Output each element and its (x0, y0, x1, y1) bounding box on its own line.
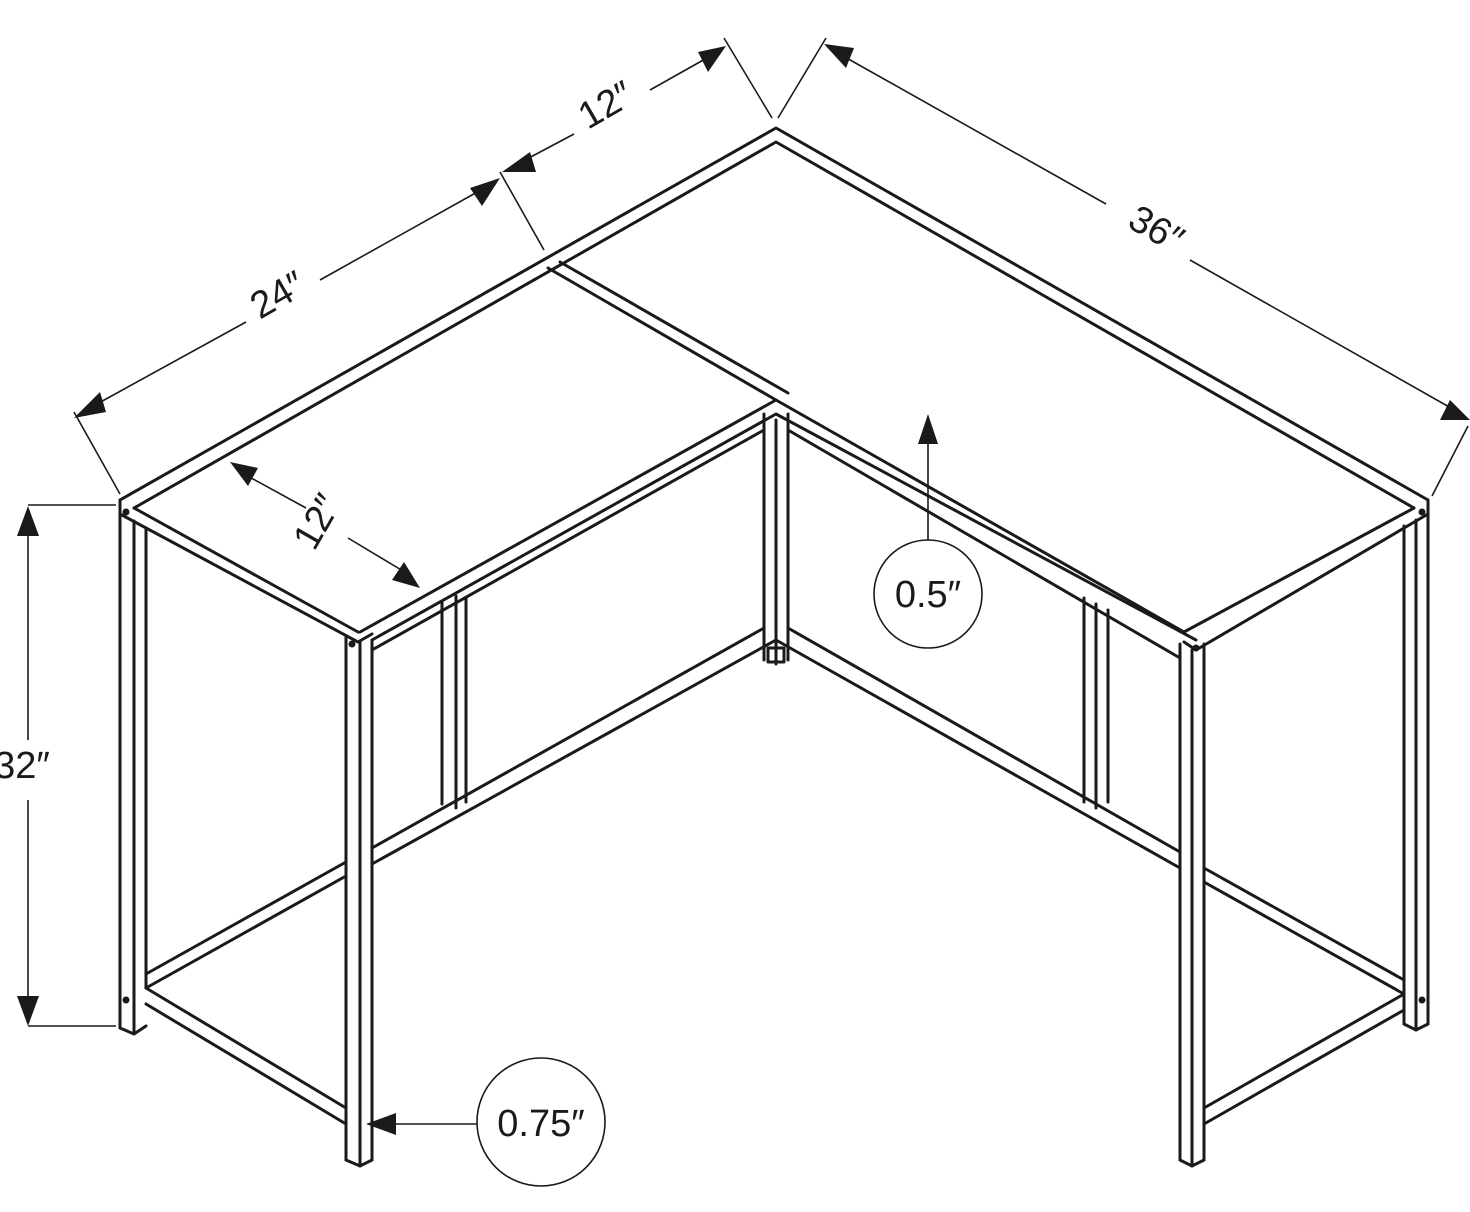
callout-top-thickness: 0.5″ (873, 539, 983, 649)
label-width-short: 24″ (243, 263, 312, 327)
label-width-long: 36″ (1121, 197, 1190, 261)
base-left-back-b (144, 874, 348, 990)
stretcher-right-lower (774, 638, 1182, 870)
callout-leg-thickness: 0.75″ (476, 1057, 606, 1187)
top-outer-edge (118, 126, 1430, 502)
arrowhead (1440, 400, 1470, 420)
base-right-end-b (1202, 1008, 1406, 1126)
base-left-end-b (144, 1002, 348, 1126)
extension-line (777, 37, 827, 119)
base-left-end-a (144, 986, 348, 1110)
label-return-depth: 12″ (571, 73, 640, 137)
arrowhead (392, 562, 420, 588)
dim-line-12-depth (347, 537, 409, 575)
bolt-dot (122, 508, 130, 516)
panel-seam-lower (558, 260, 790, 395)
arrowhead (366, 1113, 396, 1135)
foot-corner (766, 646, 786, 664)
extension-line (1431, 425, 1469, 497)
dimension-labels: 24″ 12″ 36″ 12″ 32″ (0, 73, 1191, 787)
right-end-edge (1182, 506, 1416, 634)
foot-front-right (1178, 1158, 1206, 1168)
callout-circle (873, 539, 983, 649)
dim-line-24 (85, 321, 247, 411)
apron-left (370, 428, 766, 652)
bolt-dot (348, 640, 356, 648)
foot-back-left (118, 1024, 148, 1036)
bolt-dot (1418, 508, 1426, 516)
label-top-depth: 12″ (285, 487, 349, 556)
arrowhead (17, 996, 39, 1026)
dim-line-24 (319, 185, 489, 281)
arrowhead (74, 392, 106, 418)
bolt-dot (122, 996, 130, 1004)
arrowhead (230, 462, 258, 486)
arrowhead (698, 46, 726, 72)
apron-right (786, 428, 1182, 660)
extension-line (499, 171, 545, 251)
left-end-top (118, 498, 374, 644)
dim-line-12-depth (243, 473, 307, 509)
dim-line-36 (1189, 259, 1459, 413)
dimension-lines (17, 37, 1470, 1135)
bolt-dot (1418, 996, 1426, 1004)
foot-front-left (344, 1158, 374, 1168)
arrowhead (824, 44, 854, 68)
stretcher-left-lower (370, 638, 778, 866)
arrowhead (502, 152, 536, 172)
top-inner-edge (358, 398, 1186, 634)
desk-frame (118, 126, 1430, 1168)
dim-line-36 (835, 51, 1107, 205)
stretcher-left-upper (370, 626, 766, 850)
stretcher-right-upper (786, 626, 1182, 854)
bolt-dot (1192, 644, 1200, 652)
arrowhead (918, 414, 938, 444)
top-outer-edge-inner (132, 140, 1416, 510)
callout-circle (476, 1057, 606, 1187)
foot-back-right (1402, 1022, 1430, 1032)
right-end-top (1182, 498, 1430, 652)
extension-line (73, 411, 121, 495)
label-leg-thickness: 0.75″ (497, 1103, 584, 1145)
extension-line (723, 37, 773, 119)
base-left-back-a (144, 860, 348, 976)
arrowhead (470, 178, 500, 206)
top-inner-edge-lower (370, 412, 1198, 642)
left-end-edge (132, 506, 360, 634)
label-height: 32″ (0, 745, 50, 787)
base-right-back-b (1202, 880, 1406, 996)
arrowhead (17, 506, 39, 536)
label-top-thickness: 0.5″ (895, 574, 961, 616)
panel-seam (546, 266, 778, 402)
base-right-end-a (1202, 992, 1406, 1110)
base-right-back-a (1202, 866, 1406, 982)
